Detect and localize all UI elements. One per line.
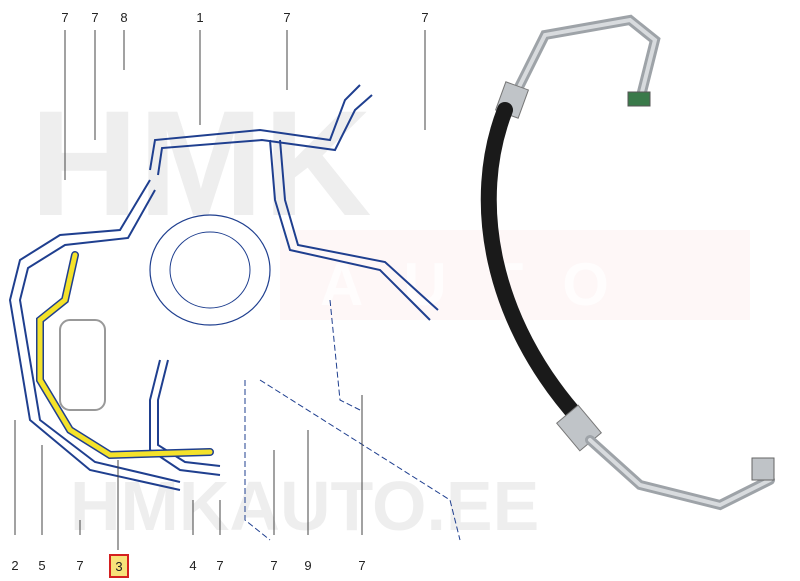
callout-7: 7 (76, 558, 83, 573)
callout-7: 7 (216, 558, 223, 573)
callout-7: 7 (270, 558, 277, 573)
watermark: HMK HMKAUTO.EE (30, 79, 750, 545)
callout-1: 1 (196, 10, 203, 25)
pipe-assembly-drawing (8, 84, 439, 491)
callout-4: 4 (189, 558, 196, 573)
callout-8: 8 (120, 10, 127, 25)
svg-text:HMKAUTO.EE: HMKAUTO.EE (70, 467, 539, 545)
callout-7: 7 (421, 10, 428, 25)
callout-7: 7 (91, 10, 98, 25)
leader-lines (14, 30, 426, 550)
callouts-bottom: 2 5 7 3 4 7 7 9 7 (11, 554, 366, 578)
dashed-guides (244, 299, 461, 541)
callout-7: 7 (358, 558, 365, 573)
callout-9: 9 (304, 558, 311, 573)
hose-product-photo (480, 14, 775, 511)
svg-text:HMK: HMK (30, 79, 372, 247)
callout-5: 5 (38, 558, 45, 573)
callouts-top: 7 7 8 1 7 7 (61, 10, 428, 25)
watermark-sub: AUTO (320, 251, 649, 318)
callout-2: 2 (11, 558, 18, 573)
callout-7: 7 (283, 10, 290, 25)
callout-7: 7 (61, 10, 68, 25)
callout-3: 3 (115, 559, 122, 574)
highlight-box (109, 554, 129, 578)
